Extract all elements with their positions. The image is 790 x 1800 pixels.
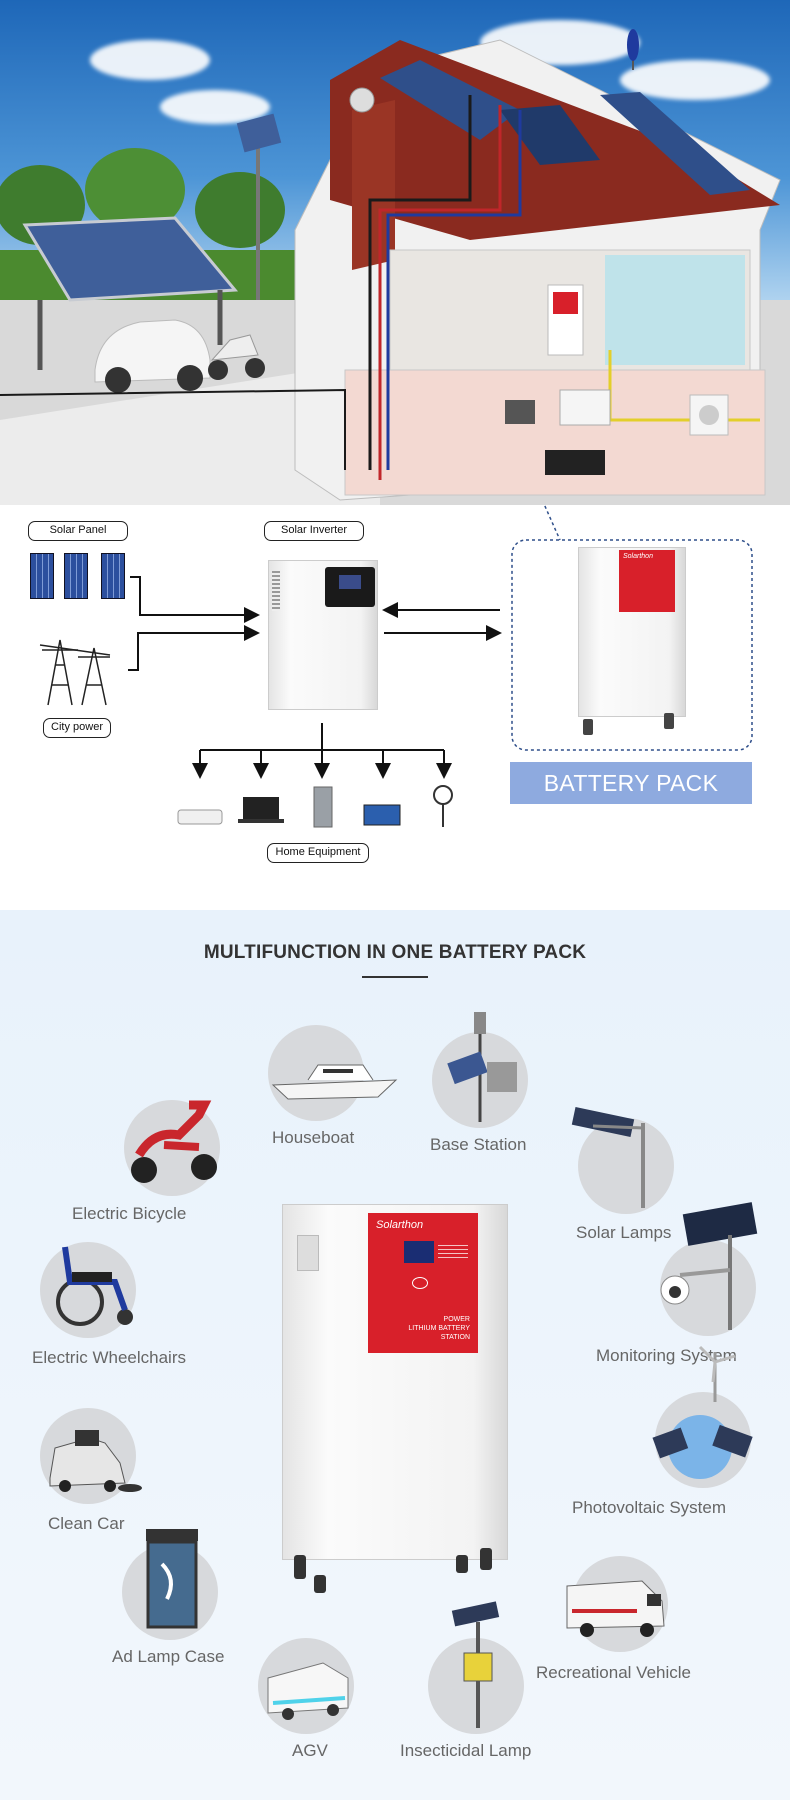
system-diagram: Solar Panel Solar Inverter City power Ho… (0, 505, 790, 910)
electric-bicycle-icon (131, 1100, 217, 1183)
section-title: MULTIFUNCTION IN ONE BATTERY PACK (203, 942, 587, 963)
solar-inverter-unit (268, 560, 378, 710)
battery-red-panel: Solarthon POWER LITHIUM BATTERY STATION (368, 1213, 478, 1353)
houseboat-icon (271, 1064, 398, 1100)
title-divider (362, 976, 428, 978)
battery-text-line: STATION (440, 1334, 470, 1341)
laptop-icon (243, 797, 279, 819)
solar-inverter-label: Solar Inverter (264, 521, 364, 541)
solar-panel-icon (64, 553, 88, 599)
clean-car-icon (49, 1430, 142, 1492)
solar-house-illustration (0, 0, 790, 505)
multifunction-section: MULTIFUNCTION IN ONE BATTERY PACK Solart… (0, 910, 790, 1800)
television-icon (363, 804, 401, 826)
refrigerator-icon (313, 786, 333, 828)
battery-text-line: LITHIUM BATTERY (408, 1325, 470, 1332)
battery-pack-product: Solarthon POWER LITHIUM BATTERY STATION (282, 1204, 508, 1560)
battery-front-panel: Solarthon (619, 550, 675, 612)
battery-brand-logo: Solarthon (376, 1219, 424, 1231)
city-power-pylon-icon (39, 639, 111, 706)
solar-panel-icon (101, 553, 125, 599)
rv-icon (566, 1580, 665, 1637)
base-station-icon (447, 1012, 517, 1122)
battery-brand-logo: Solarthon (623, 553, 653, 560)
photovoltaic-icon (652, 1345, 753, 1479)
house-scene (0, 29, 790, 505)
insecticidal-lamp-icon (451, 1601, 500, 1728)
wheelchair-icon (56, 1246, 133, 1326)
battery-pack-image: Solarthon (578, 547, 686, 717)
home-equipment-label: Home Equipment (267, 843, 369, 863)
inverter-display (325, 567, 375, 607)
battery-lcd-screen (404, 1241, 434, 1263)
diagram-connections (39, 505, 753, 828)
agv-icon (267, 1662, 349, 1720)
fan-icon (433, 785, 453, 805)
battery-power-button (412, 1277, 428, 1289)
solar-panel-label: Solar Panel (28, 521, 128, 541)
ad-lamp-case-icon (146, 1529, 198, 1629)
air-conditioner-icon (177, 809, 223, 825)
battery-pack-button[interactable]: BATTERY PACK (510, 762, 752, 804)
battery-text-line: POWER (443, 1316, 470, 1323)
monitoring-camera-icon (660, 1202, 758, 1330)
solar-lamp-icon (571, 1106, 645, 1208)
city-power-label: City power (43, 718, 111, 738)
solar-panel-icon (30, 553, 54, 599)
